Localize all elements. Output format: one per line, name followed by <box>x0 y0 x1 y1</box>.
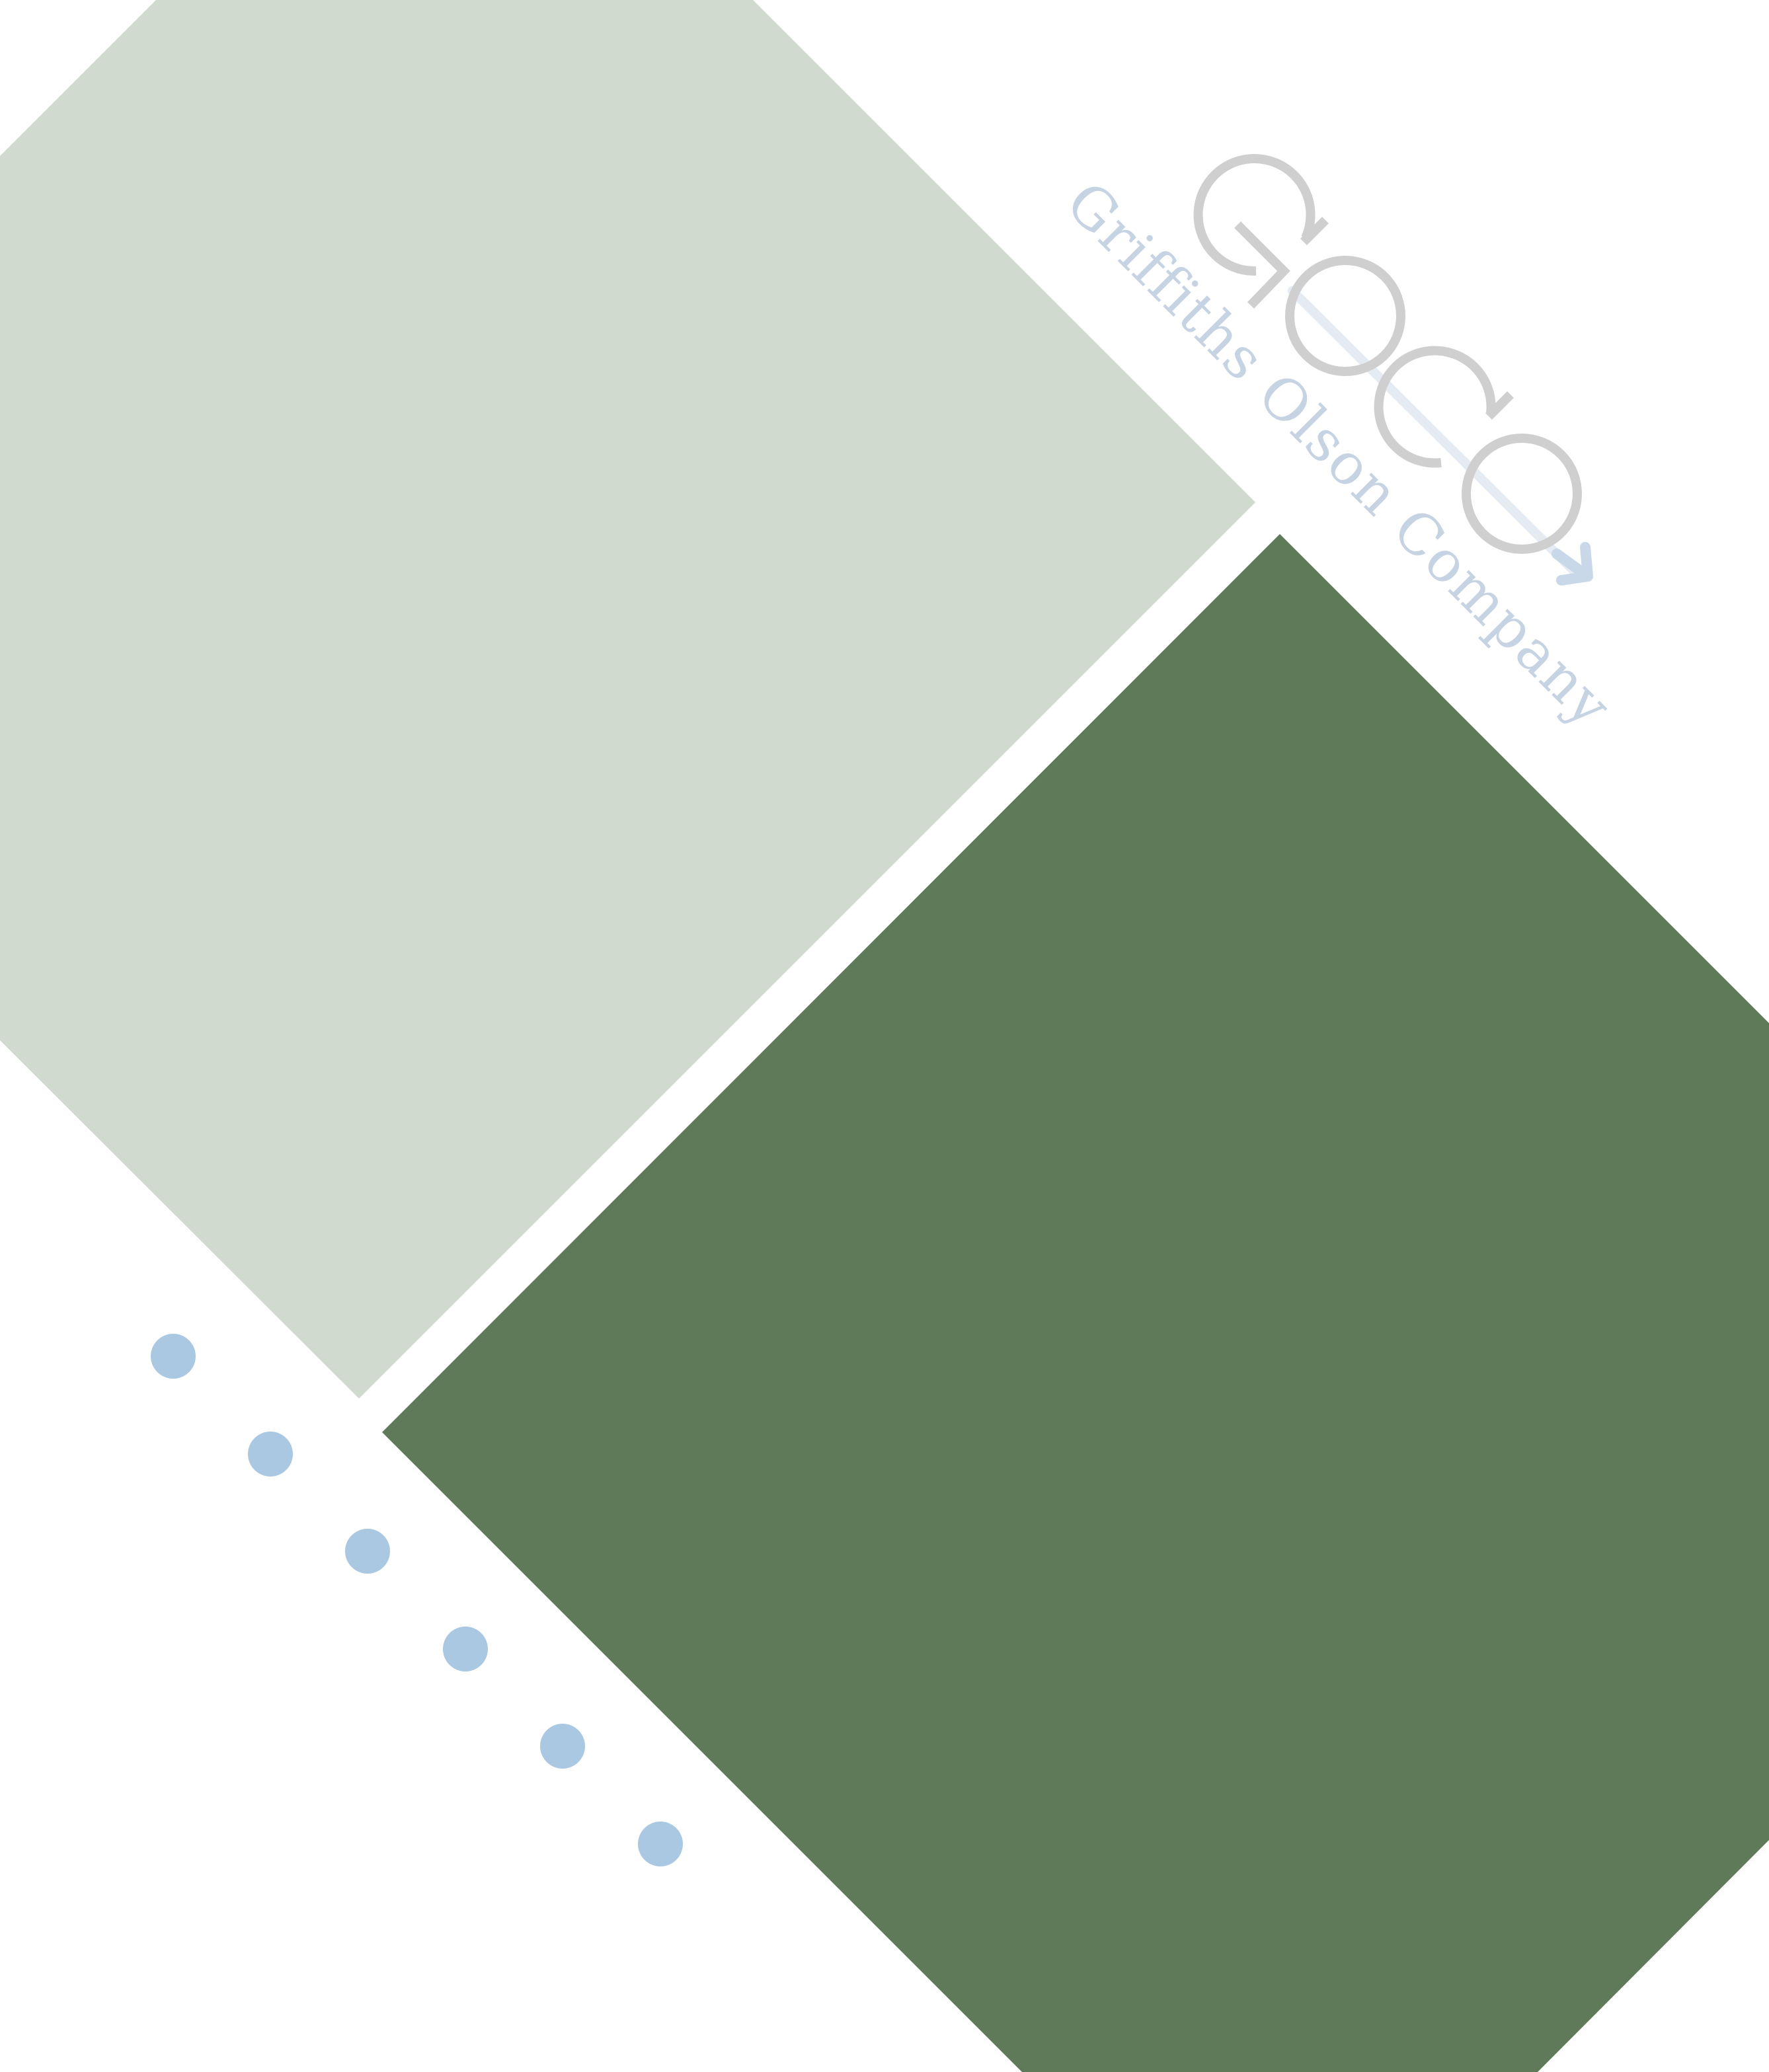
logo-arrowhead-icon <box>1552 542 1593 586</box>
logo-letter-o1 <box>1285 256 1405 376</box>
dot <box>345 1529 390 1574</box>
logo-letter-o2 <box>1462 434 1582 554</box>
logo-arrow-shaft <box>1288 286 1581 578</box>
dot-trail <box>151 1334 683 1866</box>
logo-letter-g1 <box>1193 154 1329 309</box>
dot <box>248 1432 293 1477</box>
dark-green-octagon <box>382 534 1769 2072</box>
dot <box>151 1334 196 1379</box>
dot <box>540 1724 585 1769</box>
logo-letter-c <box>1374 346 1514 468</box>
light-sage-octagon <box>0 0 1255 1399</box>
dot <box>638 1822 683 1866</box>
dot <box>443 1627 488 1671</box>
